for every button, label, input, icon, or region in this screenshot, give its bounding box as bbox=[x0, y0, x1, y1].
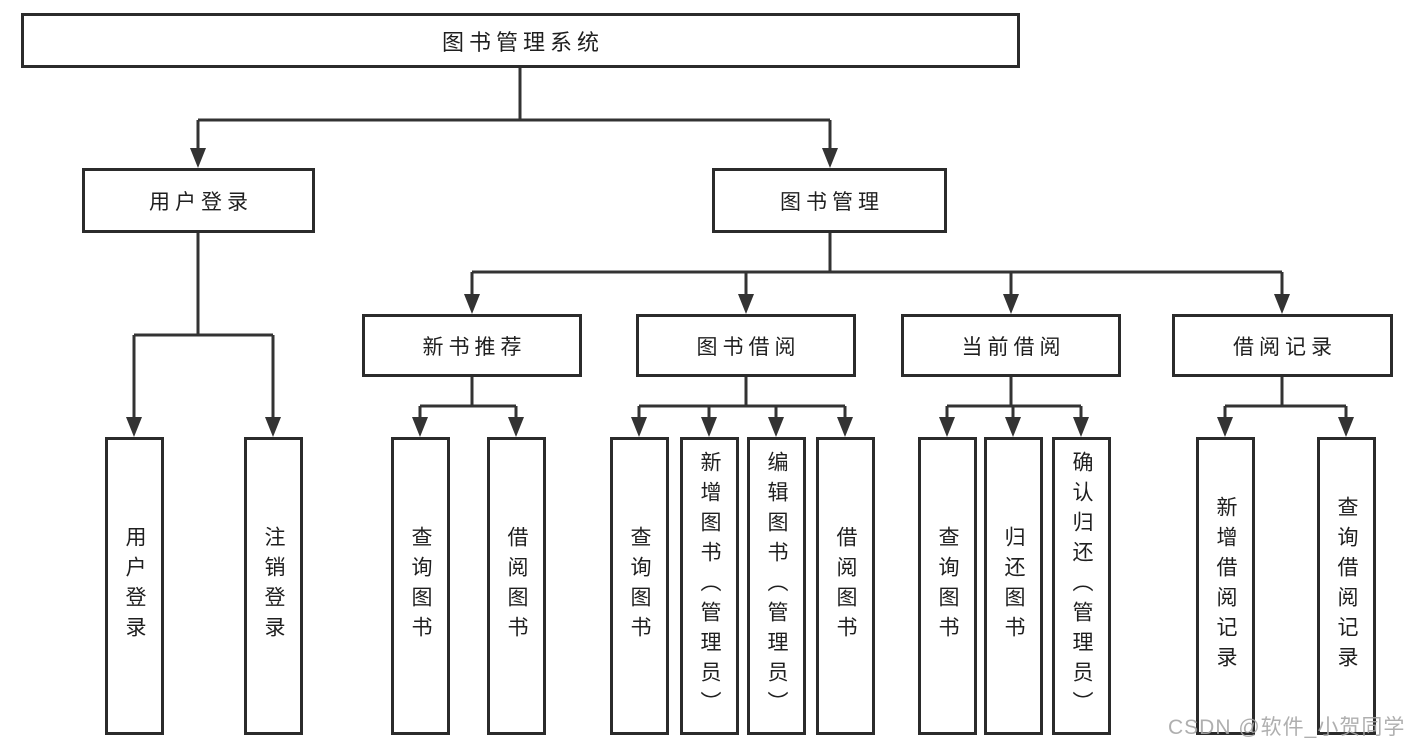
leaf-query-book-recommend: 查询图书 bbox=[391, 437, 450, 735]
leaf-edit-book-admin: 编辑图书（管理员） bbox=[747, 437, 806, 735]
leaf-query-book-borrow: 查询图书 bbox=[610, 437, 669, 735]
node-user-login: 用户登录 bbox=[82, 168, 315, 233]
leaf-borrow-book: 借阅图书 bbox=[816, 437, 875, 735]
leaf-query-book-current: 查询图书 bbox=[918, 437, 977, 735]
leaf-confirm-return-admin: 确认归还（管理员） bbox=[1052, 437, 1111, 735]
leaf-add-book-admin: 新增图书（管理员） bbox=[680, 437, 739, 735]
leaf-query-borrow-record: 查询借阅记录 bbox=[1317, 437, 1376, 735]
node-borrow-records: 借阅记录 bbox=[1172, 314, 1393, 377]
node-book-management: 图书管理 bbox=[712, 168, 947, 233]
leaf-user-login: 用户登录 bbox=[105, 437, 164, 735]
node-new-book-recommend: 新书推荐 bbox=[362, 314, 582, 377]
node-current-borrow: 当前借阅 bbox=[901, 314, 1121, 377]
csdn-watermark: CSDN @软件_小贺同学 bbox=[1168, 716, 1405, 739]
node-library-system: 图书管理系统 bbox=[21, 13, 1020, 68]
leaf-return-book: 归还图书 bbox=[984, 437, 1043, 735]
node-book-borrow: 图书借阅 bbox=[636, 314, 856, 377]
leaf-logout: 注销登录 bbox=[244, 437, 303, 735]
leaf-borrow-book-recommend: 借阅图书 bbox=[487, 437, 546, 735]
leaf-add-borrow-record: 新增借阅记录 bbox=[1196, 437, 1255, 735]
